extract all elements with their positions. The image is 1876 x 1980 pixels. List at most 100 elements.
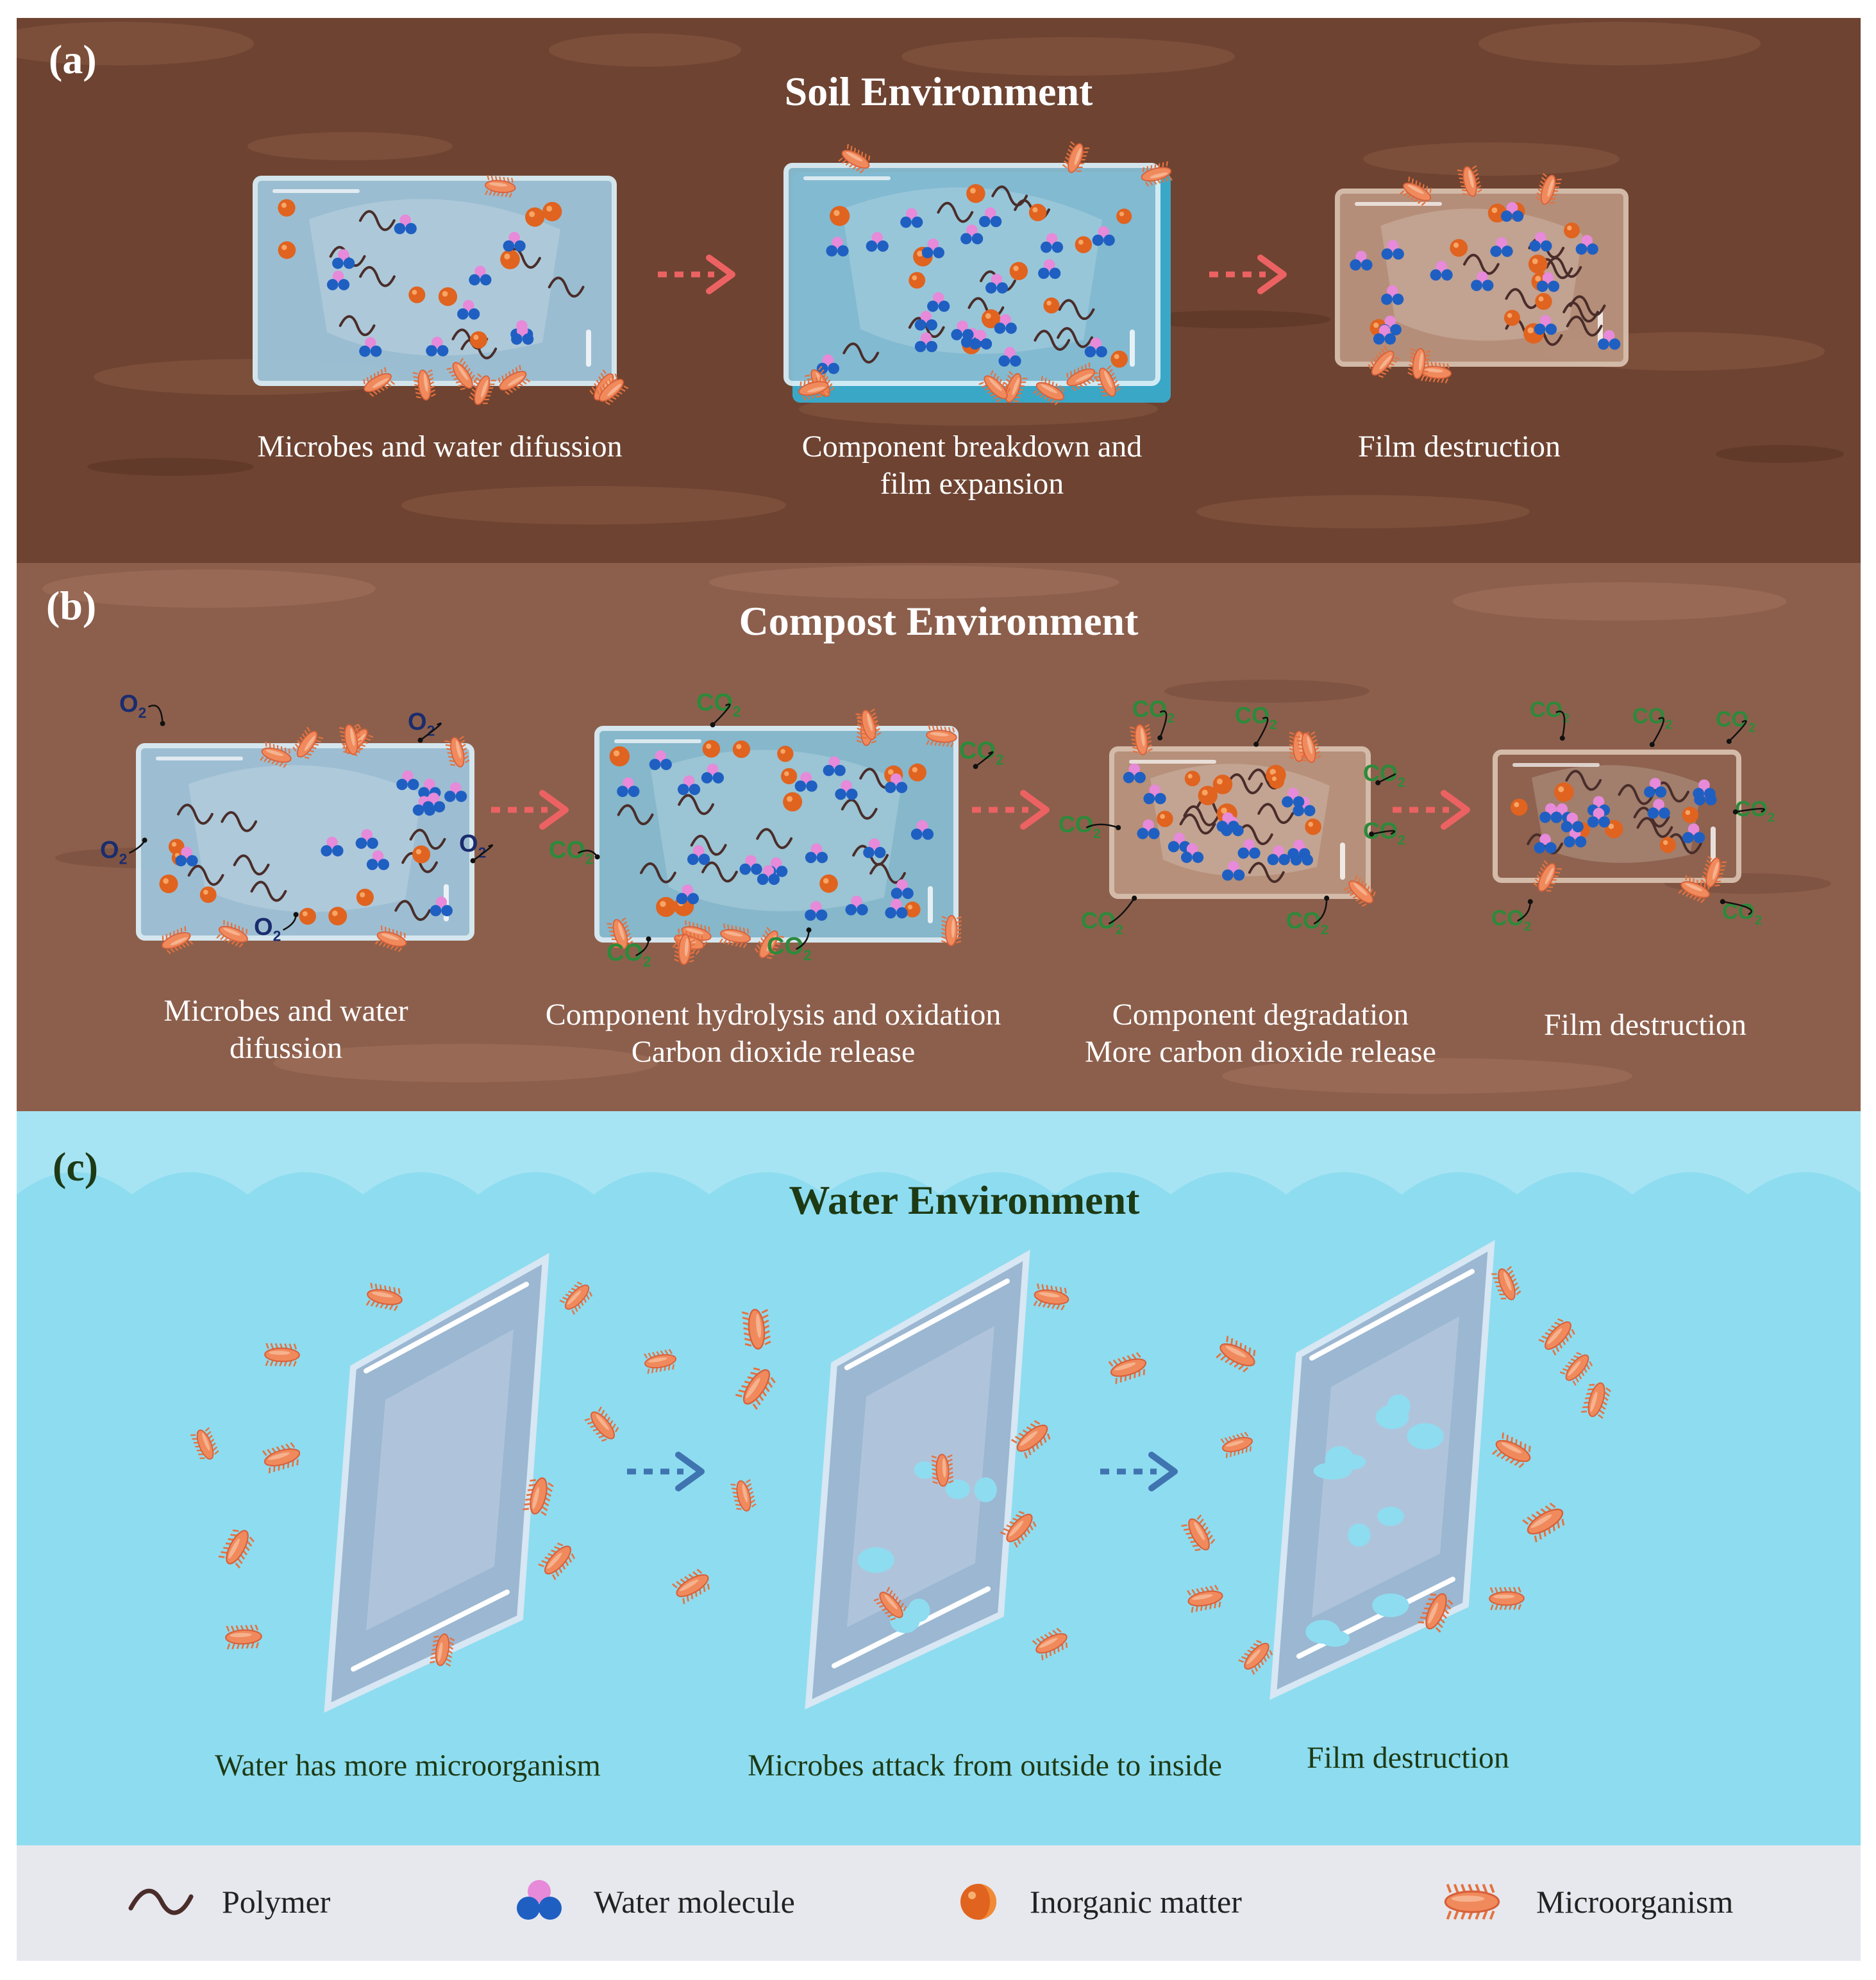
compost-title: Compost Environment — [739, 598, 1139, 644]
water-molecule-icon — [823, 756, 846, 776]
inorganic-matter-icon — [500, 249, 520, 269]
svg-text:CO2: CO2 — [1286, 907, 1328, 937]
microorganism-icon — [469, 373, 496, 405]
polymer-wave-icon — [1618, 784, 1655, 805]
inorganic-matter-icon — [1503, 310, 1520, 326]
microorganism-icon — [674, 934, 696, 966]
inorganic-matter-icon — [609, 746, 630, 767]
microorganism-icon — [412, 369, 436, 401]
polymer-wave-icon — [128, 1888, 194, 1915]
polymer-wave-icon — [1183, 805, 1220, 826]
water-molecule-icon — [1534, 315, 1557, 335]
inorganic-matter-icon — [199, 886, 217, 903]
water-molecule-icon — [835, 780, 858, 800]
inorganic-matter-icon — [278, 199, 296, 217]
panel-label-c: (c) — [53, 1144, 99, 1189]
microorganism-icon — [559, 1281, 593, 1315]
inorganic-matter-icon — [412, 845, 431, 864]
microorganism-icon — [1216, 1336, 1256, 1373]
polymer-wave-icon — [937, 201, 974, 223]
svg-text:CO2: CO2 — [767, 933, 812, 964]
svg-text:O2: O2 — [459, 830, 486, 861]
inorganic-matter-icon — [470, 331, 487, 349]
polymer-wave-icon — [221, 811, 258, 832]
svg-text:CO2: CO2 — [1132, 696, 1175, 726]
microorganism-icon — [1368, 346, 1400, 378]
water-arrow-2 — [1100, 1452, 1178, 1491]
co2-label-b3-4: CO2 — [1081, 895, 1137, 937]
water-molecule-icon — [444, 782, 467, 802]
microorganism-icon — [1093, 365, 1121, 397]
polymer-wave-icon — [841, 798, 878, 820]
water-molecule-icon — [1539, 803, 1562, 823]
microorganism-icon — [1000, 371, 1028, 403]
water-molecule-icon — [1471, 271, 1494, 291]
oxygen-label-0: O2 — [119, 691, 165, 726]
compost-arrow-1 — [491, 790, 569, 830]
inorganic-matter-icon — [408, 286, 426, 303]
inorganic-matter-icon — [1212, 775, 1233, 794]
svg-text:CO2: CO2 — [959, 737, 1004, 768]
microorganism-icon — [498, 365, 530, 396]
microorganism-icon — [1032, 376, 1065, 406]
svg-text:CO2: CO2 — [1235, 702, 1277, 732]
soil-caption-3: Film destruction — [1358, 430, 1561, 464]
water-molecule-icon — [1693, 779, 1716, 800]
svg-text:CO2: CO2 — [1716, 707, 1755, 735]
water-molecule-icon — [994, 314, 1017, 334]
water-molecule-icon — [757, 865, 780, 885]
microorganism-icon — [644, 1348, 676, 1374]
microorganism-icon — [838, 144, 871, 174]
water-molecule-icon — [469, 265, 492, 286]
microorganism-icon — [730, 1479, 757, 1512]
water-molecule-icon — [1587, 807, 1611, 828]
water-molecule-icon — [677, 775, 701, 796]
polymer-wave-icon — [1179, 813, 1216, 835]
inorganic-matter-icon — [909, 763, 926, 782]
water-molecule-icon — [914, 310, 937, 331]
svg-text:O2: O2 — [408, 709, 435, 739]
co2-label-b4-1: CO2 — [1632, 704, 1672, 748]
panel-label-b: (b) — [46, 583, 97, 628]
water-molecule-icon — [426, 337, 449, 357]
water-molecule-icon — [687, 845, 710, 866]
polymer-wave-icon — [394, 900, 431, 921]
polymer-wave-icon — [842, 342, 880, 364]
microorganism-icon — [444, 735, 470, 768]
microorganism-icon — [1444, 1884, 1500, 1920]
inorganic-matter-icon — [1043, 297, 1060, 314]
soil-panel: (a) Soil Environment Microbes and water … — [17, 18, 1861, 563]
water-caption-1: Water has more microorganism — [215, 1749, 601, 1783]
microorganism-icon — [264, 1343, 300, 1367]
microorganism-icon — [523, 1477, 554, 1516]
oxygen-label-1: O2 — [408, 709, 442, 743]
microorganism-icon — [1238, 1640, 1273, 1675]
water-molecule-icon — [503, 231, 526, 252]
polymer-wave-icon — [359, 265, 396, 287]
polymer-wave-icon — [250, 880, 287, 902]
microorganism-icon — [1489, 1586, 1525, 1611]
water-diagram — [190, 1240, 1611, 1713]
inorganic-matter-icon — [1110, 350, 1128, 368]
microorganism-icon — [1129, 724, 1153, 755]
svg-text:CO2: CO2 — [1059, 811, 1101, 841]
microorganism-icon — [1700, 855, 1727, 888]
microorganism-icon — [931, 1454, 954, 1487]
polymer-wave-icon — [756, 828, 793, 850]
soil-arrow-2 — [1209, 255, 1287, 294]
microorganism-icon — [1141, 161, 1173, 187]
polymer-wave-icon — [1058, 299, 1095, 321]
water-molecule-icon — [1536, 272, 1560, 292]
microorganism-icon — [798, 375, 830, 401]
microorganism-icon — [1010, 1420, 1051, 1459]
co2-label-b3-5: CO2 — [1286, 895, 1330, 937]
inorganic-matter-icon — [966, 184, 985, 203]
water-molecule-icon — [1682, 823, 1705, 844]
svg-text:CO2: CO2 — [1722, 900, 1762, 928]
svg-text:CO2: CO2 — [1363, 818, 1405, 848]
